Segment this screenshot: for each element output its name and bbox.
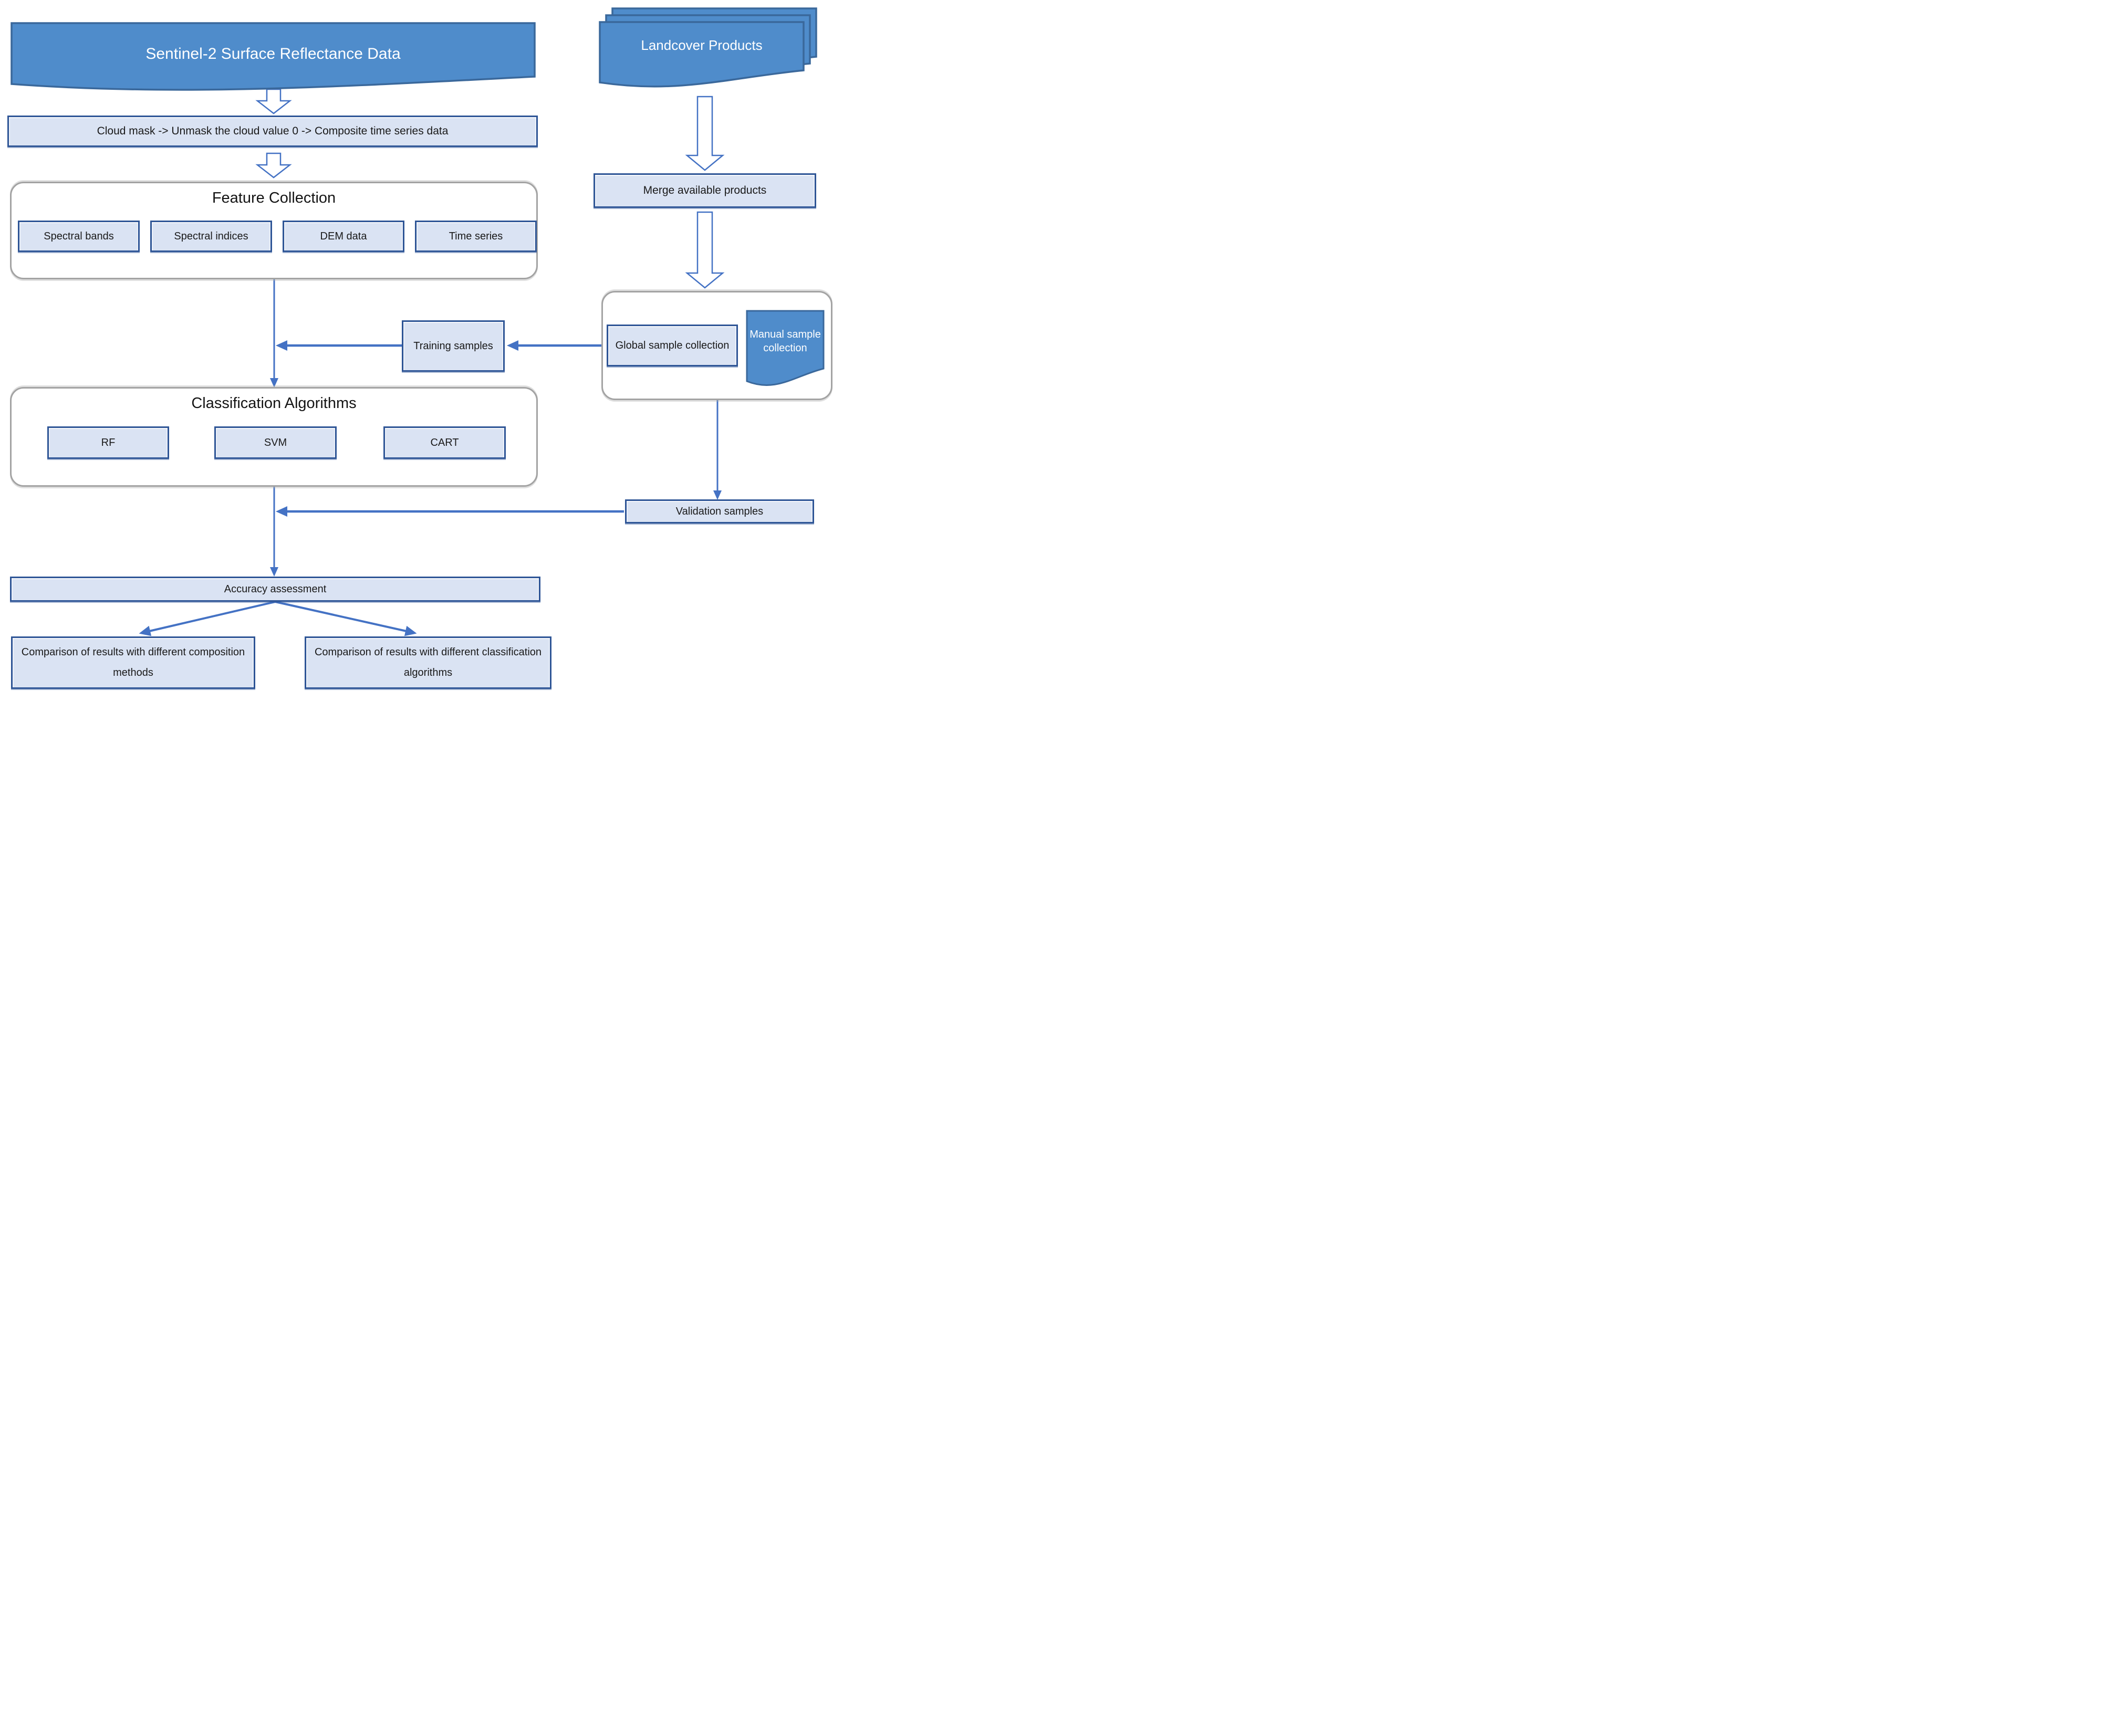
cloud-mask-label: Cloud mask -> Unmask the cloud value 0 -… — [97, 124, 449, 137]
flowchart-canvas: Sentinel-2 Surface Reflectance Data Land… — [0, 0, 840, 698]
block-arrow-merge-to-samples — [685, 211, 725, 289]
algorithm-cart-box: CART — [383, 426, 506, 459]
sentinel-banner-shape — [11, 22, 536, 91]
algorithm-label: SVM — [264, 436, 287, 448]
block-arrow-landcover-to-merge — [685, 96, 725, 171]
global-sample-label: Global sample collection — [615, 339, 730, 351]
feature-item-label: Spectral bands — [44, 230, 114, 242]
feature-item-spectral-bands: Spectral bands — [18, 221, 140, 252]
algorithm-rf-box: RF — [47, 426, 169, 459]
block-arrow-banner-to-cloudmask — [255, 88, 292, 114]
cloud-mask-step: Cloud mask -> Unmask the cloud value 0 -… — [7, 116, 538, 147]
connector-accuracy-to-comparison-left — [139, 601, 276, 636]
accuracy-assessment-box: Accuracy assessment — [10, 577, 540, 602]
algorithm-label: CART — [430, 436, 459, 448]
feature-item-time-series: Time series — [415, 221, 537, 252]
manual-sample-doc-shape — [746, 310, 825, 386]
manual-sample-label: Manual sample collection — [749, 329, 821, 354]
accuracy-assessment-label: Accuracy assessment — [224, 583, 327, 595]
merge-products-label: Merge available products — [643, 184, 767, 196]
comparison-algorithms-box: Comparison of results with different cla… — [305, 636, 551, 689]
landcover-doc-front — [599, 21, 805, 88]
feature-item-label: DEM data — [320, 230, 367, 242]
comparison-algorithms-label: Comparison of results with different cla… — [314, 646, 542, 678]
training-samples-box: Training samples — [402, 320, 505, 372]
validation-samples-box: Validation samples — [625, 499, 814, 524]
algorithm-label: RF — [101, 436, 116, 448]
connector-lines — [139, 279, 722, 636]
comparison-composition-label: Comparison of results with different com… — [21, 646, 245, 678]
landcover-products-label: Landcover Products — [641, 37, 763, 54]
feature-item-label: Time series — [449, 230, 503, 242]
feature-collection-title: Feature Collection — [212, 190, 336, 206]
classification-algorithms-title: Classification Algorithms — [191, 395, 357, 412]
sentinel-banner-label: Sentinel-2 Surface Reflectance Data — [145, 45, 401, 62]
connector-layer — [139, 88, 725, 636]
connector-accuracy-to-comparison-right — [275, 601, 417, 636]
global-sample-collection-box: Global sample collection — [607, 325, 738, 367]
block-arrow-cloudmask-to-feature — [255, 152, 292, 179]
feature-item-dem-data: DEM data — [283, 221, 404, 252]
training-samples-label: Training samples — [413, 340, 493, 352]
merge-products-step: Merge available products — [594, 173, 816, 208]
feature-item-spectral-indices: Spectral indices — [150, 221, 272, 252]
validation-samples-label: Validation samples — [675, 505, 764, 517]
comparison-composition-box: Comparison of results with different com… — [11, 636, 255, 689]
algorithm-svm-box: SVM — [214, 426, 337, 459]
feature-item-label: Spectral indices — [174, 230, 248, 242]
